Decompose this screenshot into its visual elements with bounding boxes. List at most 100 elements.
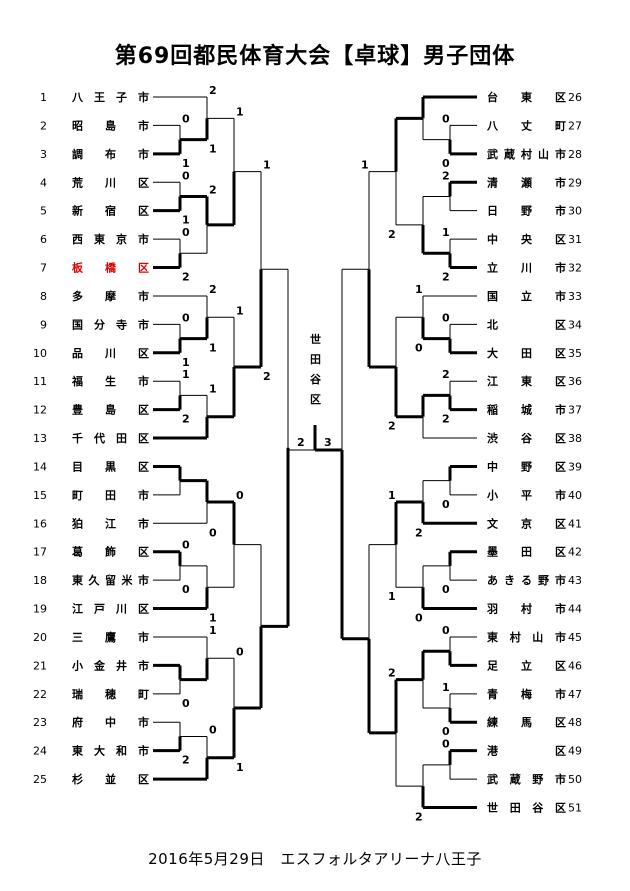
match-score: 2 [182,413,190,426]
team-name: 足立区 [487,658,566,672]
team-name: 北区 [487,317,566,331]
team-name: 豊島区 [72,403,149,417]
seed-number: 6 [40,233,47,246]
final-match: 世田谷区 2 3 [287,332,344,455]
team-name: 杉並区 [72,772,149,786]
champion-name: 世田谷区 [310,332,322,406]
seed-number: 15 [33,489,47,502]
seed-number: 49 [568,745,582,758]
match-score: 0 [209,526,217,539]
seed-number: 42 [568,546,582,559]
seed-number: 5 [40,205,47,218]
match-score: 1 [415,283,423,296]
match-score: 2 [442,169,450,182]
seed-number: 13 [33,432,47,445]
event-date-venue: 2016年5月29日 エスフォルタアリーナ八王子 [148,850,482,868]
team-name: 品川区 [72,347,149,360]
team-name: 荒川区 [71,175,149,189]
match-score: 0 [182,697,190,710]
seed-number: 38 [568,432,582,445]
seed-number: 26 [568,91,582,104]
team-name: 町田市 [72,488,149,502]
seed-number: 20 [33,631,47,644]
match-score: 0 [442,311,450,324]
match-score: 1 [182,214,190,227]
match-score: 1 [209,143,217,156]
seed-number: 9 [40,318,47,331]
match-score: 2 [263,370,271,383]
match-score: 0 [182,226,190,239]
match-score: 1 [209,382,217,395]
seed-number: 41 [568,517,582,530]
match-score: 0 [236,489,244,502]
match-score: 0 [182,539,190,552]
match-score: 0 [415,342,423,355]
team-name: 八丈町 [486,118,566,132]
final-score-left: 2 [297,436,305,449]
seed-number: 29 [568,176,582,189]
seed-number: 2 [40,119,47,132]
team-name: 港区 [487,744,566,758]
match-score: 2 [209,283,217,296]
match-score: 2 [388,667,396,680]
match-score: 2 [442,413,450,426]
match-score: 1 [236,105,244,118]
seed-number: 46 [568,659,582,672]
team-name: 羽村市 [487,602,566,616]
seed-number: 27 [568,119,582,132]
team-name: 文京区 [487,516,566,530]
match-score: 2 [182,754,190,767]
team-name: 江戸川区 [72,602,149,616]
seed-number: 14 [33,460,47,473]
match-score: 0 [442,624,450,637]
match-score: 1 [442,226,450,239]
match-score: 0 [182,311,190,324]
team-name: 東大和市 [72,744,149,758]
match-score: 1 [263,159,271,172]
seed-number: 36 [568,375,582,388]
team-name: 中央区 [487,232,566,246]
match-score: 0 [182,169,190,182]
match-score: 1 [209,612,217,625]
team-name: 渋谷区 [487,431,566,445]
match-score: 1 [236,304,244,317]
seed-number: 51 [568,802,582,815]
seed-number: 33 [568,290,582,303]
team-name: 世田谷区 [487,801,566,815]
seed-number: 24 [33,745,47,758]
match-score: 1 [209,342,217,355]
seed-number: 8 [40,290,47,303]
seed-number: 23 [33,716,47,729]
seed-number: 11 [33,375,47,388]
team-name: 千代田区 [72,431,149,445]
match-score: 2 [388,228,396,241]
seed-number: 16 [33,517,47,530]
team-name: 武蔵野市 [487,772,566,786]
match-score: 0 [236,645,244,658]
final-score-right: 3 [324,436,332,449]
match-score: 1 [182,157,190,170]
match-score: 1 [388,590,396,603]
match-score: 2 [388,420,396,433]
team-name: 八王子市 [71,90,149,104]
team-name: 小平市 [486,488,566,502]
match-score: 0 [209,723,217,736]
team-name: 昭島市 [72,118,149,132]
seed-number: 18 [33,574,47,587]
team-name: 調布市 [72,147,149,161]
match-score: 2 [415,811,423,824]
match-score: 0 [182,112,190,125]
match-score: 0 [415,612,423,625]
seed-number: 45 [568,631,582,644]
team-name: あきる野市 [487,573,566,587]
team-name: 小金井市 [71,658,149,672]
team-name: 青梅市 [487,687,566,701]
seed-number: 3 [40,148,47,161]
seed-number: 47 [568,688,582,701]
seed-number: 35 [568,347,582,360]
team-name: 瑞穂町 [72,687,149,701]
match-score: 0 [442,725,450,738]
team-name: 東村山市 [487,630,566,644]
